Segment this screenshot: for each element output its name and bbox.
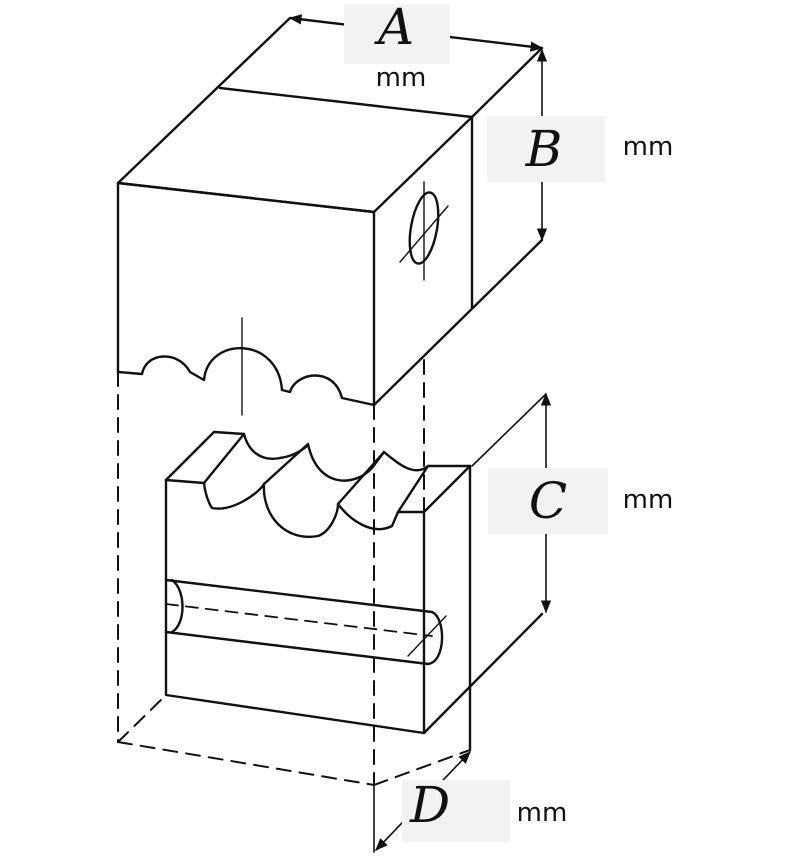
lower-front-face — [164, 478, 426, 735]
dim-label-c-box — [488, 468, 608, 534]
lower-tooth-edge-2 — [202, 432, 246, 485]
upper-front-face — [116, 181, 376, 407]
dim-label-a: A mm — [344, 0, 450, 93]
lower-pin — [164, 578, 444, 666]
dim-label-c: C mm — [488, 468, 673, 534]
upper-mount-hole — [408, 191, 440, 265]
dim-letter-a: A — [374, 0, 414, 56]
hidden-bottom-left — [117, 694, 167, 743]
lower-tooth-edge-3 — [262, 442, 310, 486]
lower-pin-axis — [165, 603, 433, 637]
lower-bottom-right-edge — [422, 612, 544, 735]
dim-label-b: B mm — [487, 116, 673, 182]
upper-top-face — [116, 16, 544, 214]
dim-letter-c: C — [529, 472, 567, 530]
dim-label-d: D mm — [402, 776, 567, 842]
upper-die-block — [116, 16, 544, 416]
dim-unit-a: mm — [376, 63, 427, 93]
upper-bottom-right-edge — [372, 238, 544, 407]
dim-line-c-ext — [471, 393, 547, 467]
lower-die-block — [164, 430, 544, 735]
lower-pin-cross — [407, 615, 447, 657]
dim-unit-b: mm — [623, 132, 674, 162]
upper-top-seam — [218, 86, 474, 119]
dim-label-d-box — [402, 780, 510, 842]
dim-unit-c: mm — [623, 485, 674, 515]
lower-pin-end — [170, 578, 184, 634]
lower-tooth-edge-5 — [396, 464, 430, 514]
lower-tooth-edge-6 — [422, 464, 472, 514]
dim-label-a-box — [344, 4, 450, 64]
lower-back-profile — [212, 430, 472, 482]
lower-tooth-edge-1 — [164, 430, 216, 482]
hidden-bottom-front — [117, 741, 375, 786]
lower-front-profile — [164, 478, 426, 539]
lower-tooth-edge-4 — [336, 450, 386, 506]
dim-letter-d: D — [409, 776, 450, 834]
dim-unit-d: mm — [517, 798, 568, 828]
dim-letter-b: B — [525, 120, 563, 178]
upper-mount-hole-axis-2 — [399, 205, 449, 263]
dim-label-b-box — [487, 116, 605, 182]
upper-cavity-profile — [116, 346, 376, 407]
